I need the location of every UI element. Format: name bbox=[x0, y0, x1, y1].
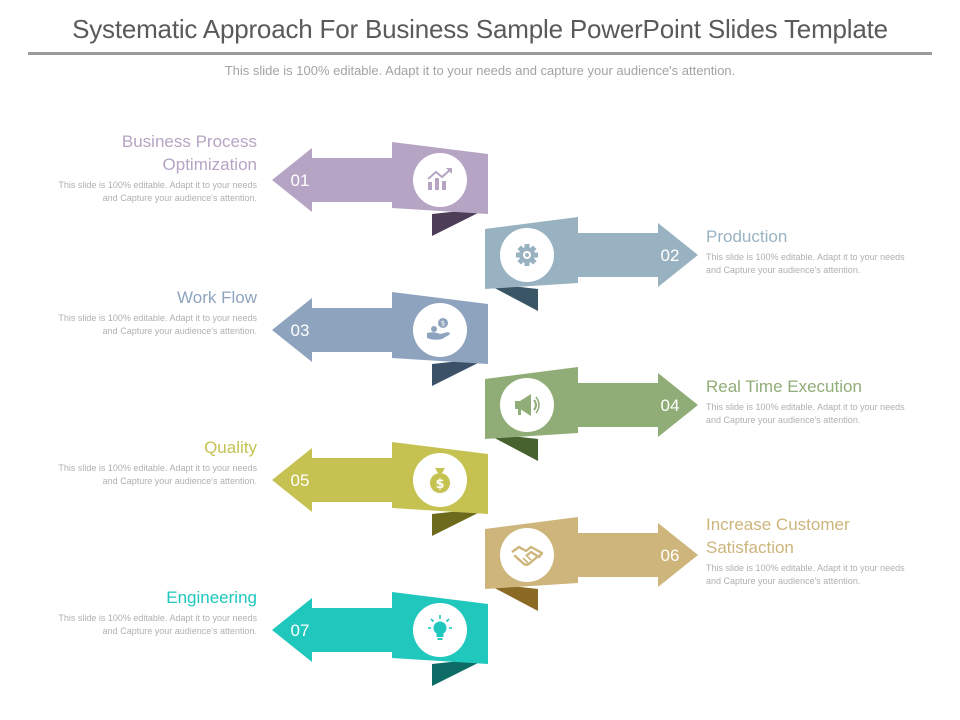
step-description-04: This slide is 100% editable. Adapt it to… bbox=[706, 402, 905, 425]
slide-title: Systematic Approach For Business Sample … bbox=[72, 14, 888, 44]
step-description-06: This slide is 100% editable. Adapt it to… bbox=[706, 563, 905, 586]
step-arrow-07: 07 bbox=[272, 592, 488, 686]
svg-text:$: $ bbox=[441, 320, 445, 328]
step-description-05: This slide is 100% editable. Adapt it to… bbox=[58, 463, 257, 486]
step-arrow-06: 06 bbox=[485, 517, 698, 611]
step-fold-02 bbox=[485, 283, 538, 311]
step-description-02: This slide is 100% editable. Adapt it to… bbox=[706, 252, 905, 275]
step-number-05: 05 bbox=[291, 471, 310, 490]
step-heading-01: Business Process Optimization bbox=[121, 132, 257, 174]
growth-chart-icon bbox=[427, 168, 452, 190]
money-bag-icon: $ bbox=[430, 468, 450, 493]
step-icon-circle-03 bbox=[413, 303, 467, 357]
step-fold-03 bbox=[432, 358, 488, 386]
step-number-01: 01 bbox=[291, 171, 310, 190]
step-fold-04 bbox=[485, 433, 538, 461]
step-heading-03: Work Flow bbox=[177, 288, 257, 307]
step-number-04: 04 bbox=[661, 396, 680, 415]
step-heading-02: Production bbox=[706, 227, 788, 246]
step-description-03: This slide is 100% editable. Adapt it to… bbox=[58, 313, 257, 336]
lightbulb-icon bbox=[428, 615, 452, 640]
step-arrow-01: 01 bbox=[272, 142, 488, 236]
step-number-02: 02 bbox=[661, 246, 680, 265]
step-heading-07: Engineering bbox=[166, 588, 257, 607]
handshake-icon bbox=[511, 545, 544, 566]
step-heading-06: Increase Customer Satisfaction bbox=[706, 515, 850, 557]
step-fold-07 bbox=[432, 658, 488, 686]
step-fold-01 bbox=[432, 208, 488, 236]
step-description-07: This slide is 100% editable. Adapt it to… bbox=[58, 613, 257, 636]
svg-text:$: $ bbox=[435, 477, 444, 492]
money-hand-icon: $ bbox=[427, 318, 450, 340]
title-divider bbox=[28, 52, 932, 55]
step-fold-06 bbox=[485, 583, 538, 611]
gear-icon bbox=[516, 244, 538, 266]
step-arrow-05: $05 bbox=[272, 442, 488, 536]
step-number-03: 03 bbox=[291, 321, 310, 340]
step-fold-05 bbox=[432, 508, 488, 536]
step-number-07: 07 bbox=[291, 621, 310, 640]
slide-subtitle: This slide is 100% editable. Adapt it to… bbox=[224, 63, 736, 78]
step-arrow-02: 02 bbox=[485, 217, 698, 311]
step-description-01: This slide is 100% editable. Adapt it to… bbox=[58, 180, 257, 203]
step-number-06: 06 bbox=[661, 546, 680, 565]
step-icon-circle-01 bbox=[413, 153, 467, 207]
megaphone-icon bbox=[515, 394, 540, 416]
step-heading-05: Quality bbox=[204, 438, 257, 457]
step-arrow-04: 04 bbox=[485, 367, 698, 461]
step-arrow-03: $03 bbox=[272, 292, 488, 386]
step-heading-04: Real Time Execution bbox=[706, 377, 862, 396]
